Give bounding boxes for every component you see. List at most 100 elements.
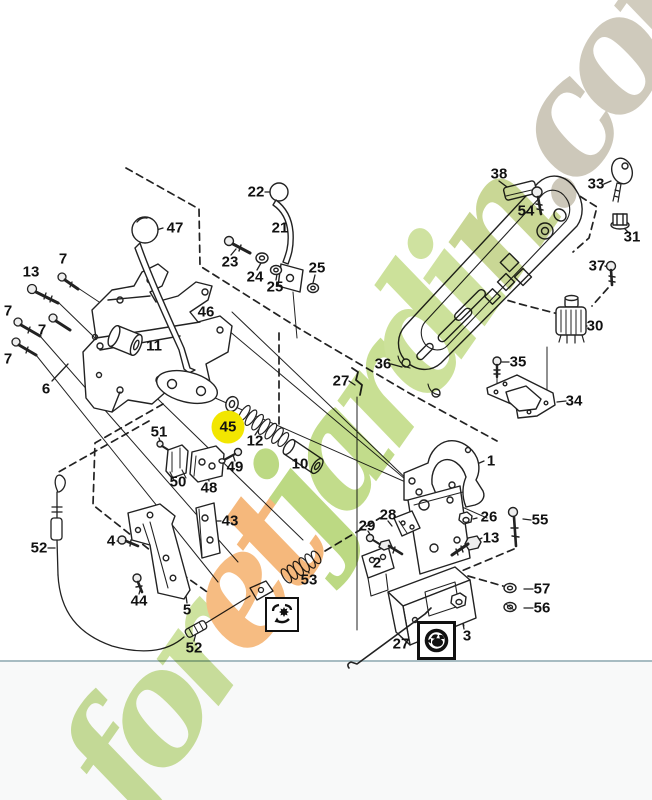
part-label: 13 <box>22 263 40 281</box>
part-label: 5 <box>182 601 192 619</box>
nut-3 <box>450 592 467 609</box>
console-panel-36 <box>397 175 583 398</box>
bottom-band <box>0 662 652 800</box>
part-label: 43 <box>221 512 239 530</box>
ear-bracket <box>361 545 395 597</box>
plate-43 <box>195 502 221 559</box>
part-label: 37 <box>588 257 606 275</box>
washer-56 <box>503 601 517 613</box>
clip-28 <box>393 510 421 537</box>
part-label: 55 <box>531 511 549 529</box>
part-label: 53 <box>300 571 318 589</box>
bolt-2 <box>378 539 404 556</box>
bolt-13r <box>450 535 482 557</box>
part-label: 12 <box>246 432 264 450</box>
part-label: 7 <box>37 321 47 339</box>
bull-warning-icon <box>417 621 456 660</box>
part-label: 21 <box>271 219 289 237</box>
screw-49 <box>218 447 243 464</box>
part-label: 27 <box>392 635 410 653</box>
washer-25b <box>306 282 320 294</box>
washer-57 <box>503 582 517 594</box>
screw-35 <box>492 356 502 379</box>
part-label: 25 <box>266 278 284 296</box>
part-label: 34 <box>565 392 583 410</box>
part-label: 11 <box>146 337 162 355</box>
part-label: 57 <box>533 580 551 598</box>
part-label: 23 <box>221 253 239 271</box>
part-label: 56 <box>533 599 551 617</box>
bracket-34 <box>486 374 556 419</box>
roller-10 <box>282 438 324 475</box>
part-label: 52 <box>30 539 48 557</box>
rod-27-top <box>351 367 363 396</box>
part-label: 50 <box>169 473 187 491</box>
screw-29 <box>365 533 383 547</box>
part-label: 10 <box>291 455 309 473</box>
spring-53 <box>280 550 322 584</box>
lever-21 <box>223 182 320 294</box>
part-label: 1 <box>486 452 496 470</box>
screw-55 <box>507 506 520 548</box>
washer-45 <box>225 395 239 413</box>
part-label: 7 <box>3 302 13 320</box>
part-label: 7 <box>58 250 68 268</box>
separator-line <box>0 660 652 662</box>
part-label: 30 <box>586 317 604 335</box>
screw-54 <box>531 186 544 216</box>
part-label: 47 <box>166 219 184 237</box>
screw-23 <box>223 235 252 255</box>
pin-51 <box>156 440 171 452</box>
support-bracket-1 <box>403 440 485 508</box>
part-label: 38 <box>490 165 508 183</box>
bracket-50 <box>165 444 189 481</box>
part-label: 54 <box>517 202 535 220</box>
bushing-11 <box>107 324 143 357</box>
part-label: 44 <box>130 592 148 610</box>
part-label: 6 <box>41 380 51 398</box>
part-label: 22 <box>247 183 265 201</box>
part-label: 27 <box>332 372 350 390</box>
part-label: 26 <box>480 508 498 526</box>
part-label: 3 <box>462 627 472 645</box>
screw-37 <box>605 260 617 287</box>
part-label: 13 <box>482 529 500 547</box>
nut-26 <box>458 511 473 525</box>
part-label: 46 <box>197 303 215 321</box>
blade-rotation-icon <box>265 597 299 632</box>
clevis-plate <box>277 263 304 293</box>
bracket-48 <box>189 445 225 483</box>
cable-52 <box>50 474 274 652</box>
part-label: 31 <box>623 228 641 246</box>
rod-27-bottom <box>347 607 432 669</box>
key-33 <box>610 157 634 203</box>
part-label: 35 <box>509 353 527 371</box>
part-label: 7 <box>3 350 13 368</box>
ignition-switch-30 <box>555 294 587 344</box>
screws-top-left <box>11 272 80 357</box>
washer-25a <box>269 264 283 276</box>
spring-12 <box>237 404 290 448</box>
part-label: 24 <box>246 268 264 286</box>
part-label: 52 <box>185 639 203 657</box>
part-label: 51 <box>150 423 168 441</box>
part-label: 48 <box>200 479 218 497</box>
part-label: 29 <box>358 517 376 535</box>
lever-46 <box>131 216 218 405</box>
highlight-45-circle <box>211 410 245 444</box>
screw-44 <box>132 573 144 594</box>
part-label: 4 <box>106 532 116 550</box>
frame-plate <box>407 485 471 575</box>
part-label: 2 <box>372 554 382 572</box>
bracket-5 <box>127 503 191 600</box>
screw-4 <box>117 535 140 548</box>
part-label-highlighted: 45 <box>219 418 237 436</box>
part-label: 28 <box>379 506 397 524</box>
part-label: 49 <box>226 458 244 476</box>
part-label: 33 <box>587 175 605 193</box>
nut-31 <box>610 213 630 230</box>
part-label: 25 <box>308 259 326 277</box>
part-label: 36 <box>374 355 392 373</box>
